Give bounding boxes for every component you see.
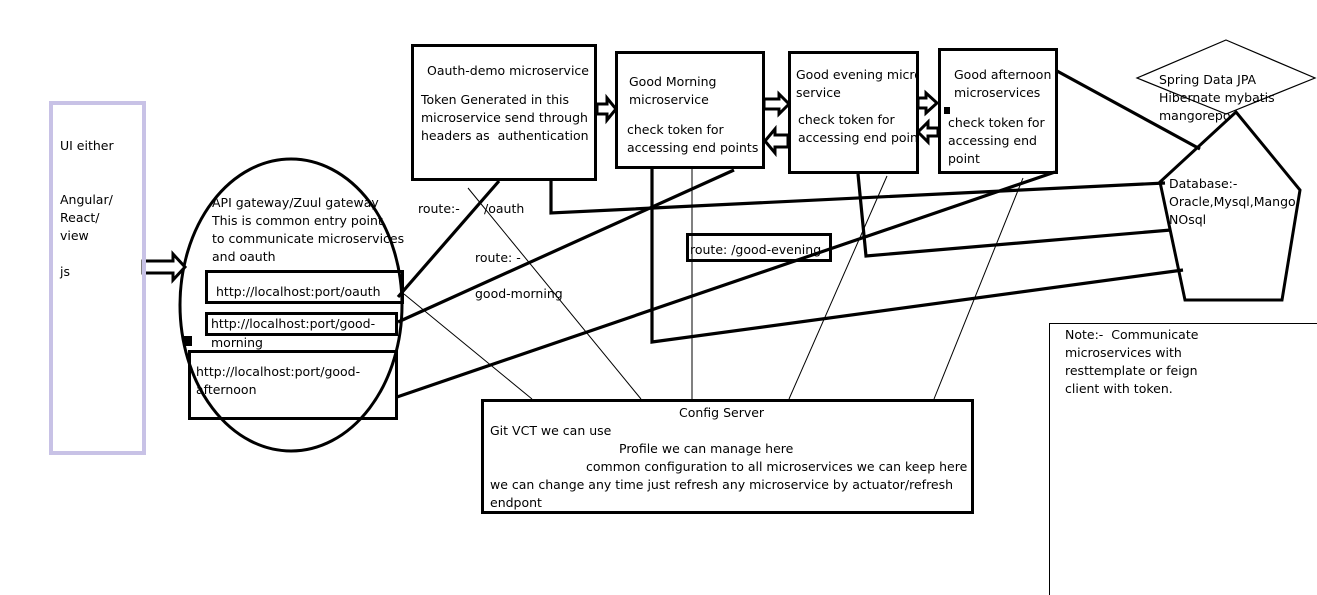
gateway-url-morning-line1: http://localhost:port/good- bbox=[211, 316, 376, 331]
config-connections bbox=[403, 168, 1024, 400]
morning-line3: check token for bbox=[627, 122, 724, 137]
arrow-evening-to-morning bbox=[763, 124, 790, 158]
gateway-url-morning-box bbox=[205, 312, 398, 336]
morning-line1: Good Morning bbox=[629, 74, 717, 89]
morning-line4: accessing end points bbox=[627, 140, 759, 155]
gateway-label-line2: This is common entry point bbox=[212, 213, 383, 228]
gateway-url-afternoon-line1: http://localhost:port/good- bbox=[196, 364, 361, 379]
afternoon-service-box bbox=[938, 48, 1058, 174]
route-oauth-prefix: route:- bbox=[418, 201, 460, 216]
note-line2: microservices with bbox=[1065, 345, 1182, 360]
ui-label-line5: js bbox=[60, 264, 70, 279]
gateway-url-morning-line2: morning bbox=[211, 335, 263, 350]
oauth-service-box bbox=[411, 44, 597, 181]
gateway-url-oauth-box bbox=[205, 270, 404, 304]
note-box bbox=[1049, 323, 1317, 595]
gateway-anchor-marker bbox=[183, 336, 192, 346]
gateway-label-line4: and oauth bbox=[212, 249, 276, 264]
evening-line4: accessing end point bbox=[798, 130, 918, 145]
evening-line2: service bbox=[796, 85, 841, 100]
evening-line1: Good evening micro bbox=[796, 67, 917, 82]
gateway-ellipse bbox=[178, 157, 404, 453]
arrow-ui-to-gateway bbox=[141, 250, 188, 284]
ui-client-box bbox=[49, 101, 146, 455]
afternoon-line1: Good afternoon bbox=[954, 67, 1052, 82]
jpa-line3: mangorepo bbox=[1159, 108, 1231, 123]
note-line3: resttemplate or feign bbox=[1065, 363, 1198, 378]
thick-connections bbox=[396, 69, 1201, 399]
config-line4: we can change any time just refresh any … bbox=[490, 477, 954, 492]
database-pentagon bbox=[1158, 109, 1302, 302]
config-server-box bbox=[481, 399, 974, 514]
config-line5: endpont bbox=[490, 495, 542, 510]
note-line4: client with token. bbox=[1065, 381, 1173, 396]
afternoon-line5: point bbox=[948, 151, 980, 166]
arrow-evening-to-afternoon bbox=[916, 89, 940, 117]
gateway-url-oauth: http://localhost:port/oauth bbox=[216, 284, 381, 299]
route-evening-label: route: /good-evening bbox=[690, 242, 822, 257]
database-line1: Database:- bbox=[1169, 176, 1238, 191]
gateway-url-afternoon-box bbox=[188, 350, 398, 420]
database-line2: Oracle,Mysql,Mango, bbox=[1169, 194, 1300, 209]
morning-line2: microservice bbox=[629, 92, 709, 107]
jpa-line1: Spring Data JPA bbox=[1159, 72, 1257, 87]
route-morning-prefix: route: - bbox=[475, 250, 521, 265]
ui-label-line2: Angular/ bbox=[60, 192, 113, 207]
arrow-morning-to-evening bbox=[762, 90, 792, 118]
oauth-line2: microservice send through bbox=[421, 110, 588, 125]
oauth-line3: headers as authentication bbox=[421, 128, 589, 143]
gateway-label-line1: API gateway/Zuul gateway bbox=[212, 195, 379, 210]
config-line3: common configuration to all microservice… bbox=[586, 459, 968, 474]
config-line1: Git VCT we can use bbox=[490, 423, 612, 438]
ui-label-line1: UI either bbox=[60, 138, 114, 153]
ui-label-line4: view bbox=[60, 228, 89, 243]
gateway-url-afternoon-line2: afternoon bbox=[196, 382, 257, 397]
jpa-diamond bbox=[1135, 39, 1317, 115]
afternoon-line3: check token for bbox=[948, 115, 1045, 130]
oauth-line1: Token Generated in this bbox=[421, 92, 570, 107]
evening-line3: check token for bbox=[798, 112, 895, 127]
route-evening-box bbox=[686, 233, 832, 262]
database-line3: NOsql bbox=[1169, 212, 1207, 227]
gateway-label-line3: to communicate microservices bbox=[212, 231, 405, 246]
route-morning-path: good-morning bbox=[475, 286, 563, 301]
note-line1: Note:- Communicate bbox=[1065, 327, 1199, 342]
oauth-title: Oauth-demo microservice bbox=[427, 63, 589, 78]
arrow-afternoon-to-evening bbox=[915, 118, 940, 146]
afternoon-line4: accessing end bbox=[948, 133, 1037, 148]
jpa-line2: Hibernate mybatis bbox=[1159, 90, 1275, 105]
config-line2: Profile we can manage here bbox=[619, 441, 794, 456]
ui-label-line3: React/ bbox=[60, 210, 100, 225]
morning-service-box bbox=[615, 51, 765, 169]
route-oauth-path: /oauth bbox=[484, 201, 525, 216]
arrow-oauth-to-morning bbox=[595, 93, 618, 125]
config-title: Config Server bbox=[679, 405, 765, 420]
afternoon-line2: microservices bbox=[954, 85, 1041, 100]
evening-service-box bbox=[788, 51, 919, 174]
afternoon-marker bbox=[944, 107, 950, 114]
